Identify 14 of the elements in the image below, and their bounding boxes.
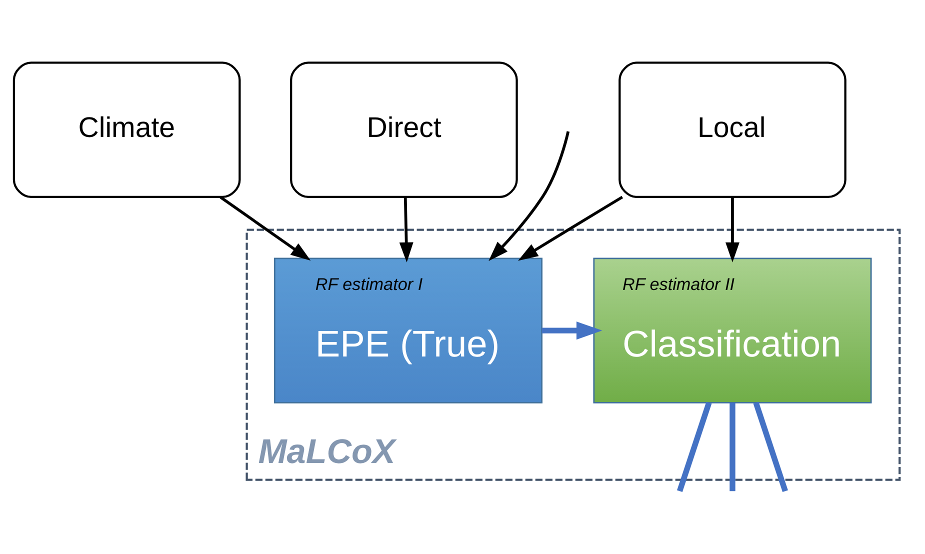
node-box: Climate: [12, 61, 241, 198]
arrow: [542, 321, 602, 340]
arrow: [488, 130, 570, 260]
arrow: [220, 196, 311, 260]
connector: [730, 402, 736, 491]
connector: [676, 401, 712, 492]
arrow: [725, 196, 740, 262]
arrow: [399, 196, 414, 262]
node-box: Direct: [290, 61, 518, 198]
connector: [753, 401, 788, 492]
node-box: Local: [618, 61, 846, 198]
node-box: RF estimator II Classification: [593, 257, 872, 403]
arrow: [518, 195, 624, 260]
node-box: RF estimator I EPE (True): [274, 257, 542, 403]
